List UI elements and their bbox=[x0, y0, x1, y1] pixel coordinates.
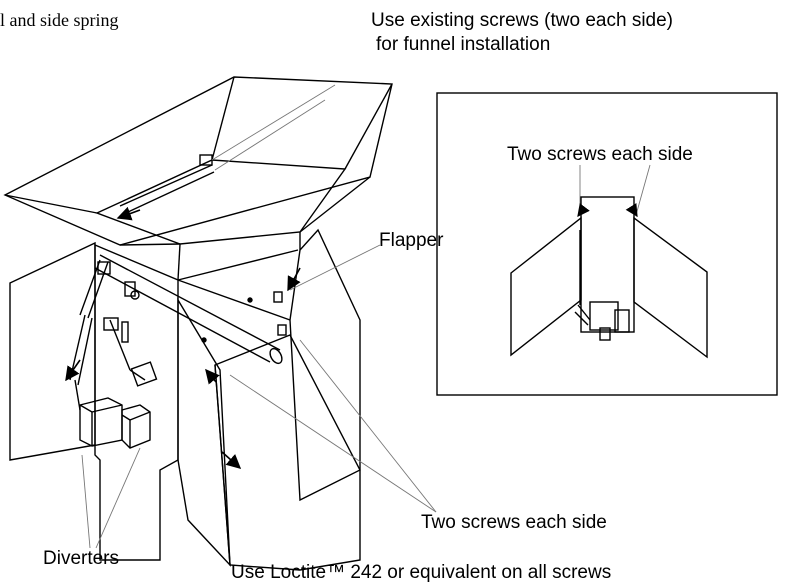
door-left bbox=[9, 241, 96, 461]
label-funnel-installation: for funnel installation bbox=[376, 34, 551, 55]
label-loctite-note: Use Loctite™ 242 or equivalent on all sc… bbox=[231, 562, 612, 583]
front-flap bbox=[177, 297, 231, 567]
pointer-lines bbox=[81, 84, 651, 549]
inset-right-panel bbox=[633, 216, 708, 359]
inset-frame bbox=[436, 92, 778, 396]
arrow-door-left bbox=[65, 359, 81, 382]
diverter-boxes bbox=[79, 397, 151, 449]
arrow-flapper bbox=[287, 267, 301, 292]
arrow-chute bbox=[205, 368, 220, 385]
chute-right bbox=[289, 228, 361, 502]
label-two-screws-each-side: Two screws each side bbox=[421, 512, 607, 533]
funnel-drawing bbox=[3, 76, 393, 571]
linkage bbox=[69, 259, 158, 411]
rod bbox=[94, 254, 283, 365]
label-existing-screws: Use existing screws (two each side) bbox=[371, 10, 673, 31]
arrow-hopper bbox=[116, 206, 141, 221]
inset-left-panel bbox=[510, 216, 582, 357]
right-flap bbox=[214, 334, 361, 571]
inset-center-body bbox=[580, 196, 635, 333]
body-left-side bbox=[94, 243, 179, 561]
arrow-right-flap bbox=[221, 451, 242, 469]
inset-view bbox=[436, 92, 778, 396]
label-inset-two-screws: Two screws each side bbox=[507, 144, 693, 165]
direction-arrows bbox=[65, 206, 301, 469]
label-top-left: l and side spring bbox=[0, 10, 119, 30]
label-flapper: Flapper bbox=[379, 230, 444, 251]
hopper-opening bbox=[95, 159, 347, 245]
hopper-rim bbox=[3, 76, 393, 246]
label-diverters: Diverters bbox=[43, 548, 120, 569]
